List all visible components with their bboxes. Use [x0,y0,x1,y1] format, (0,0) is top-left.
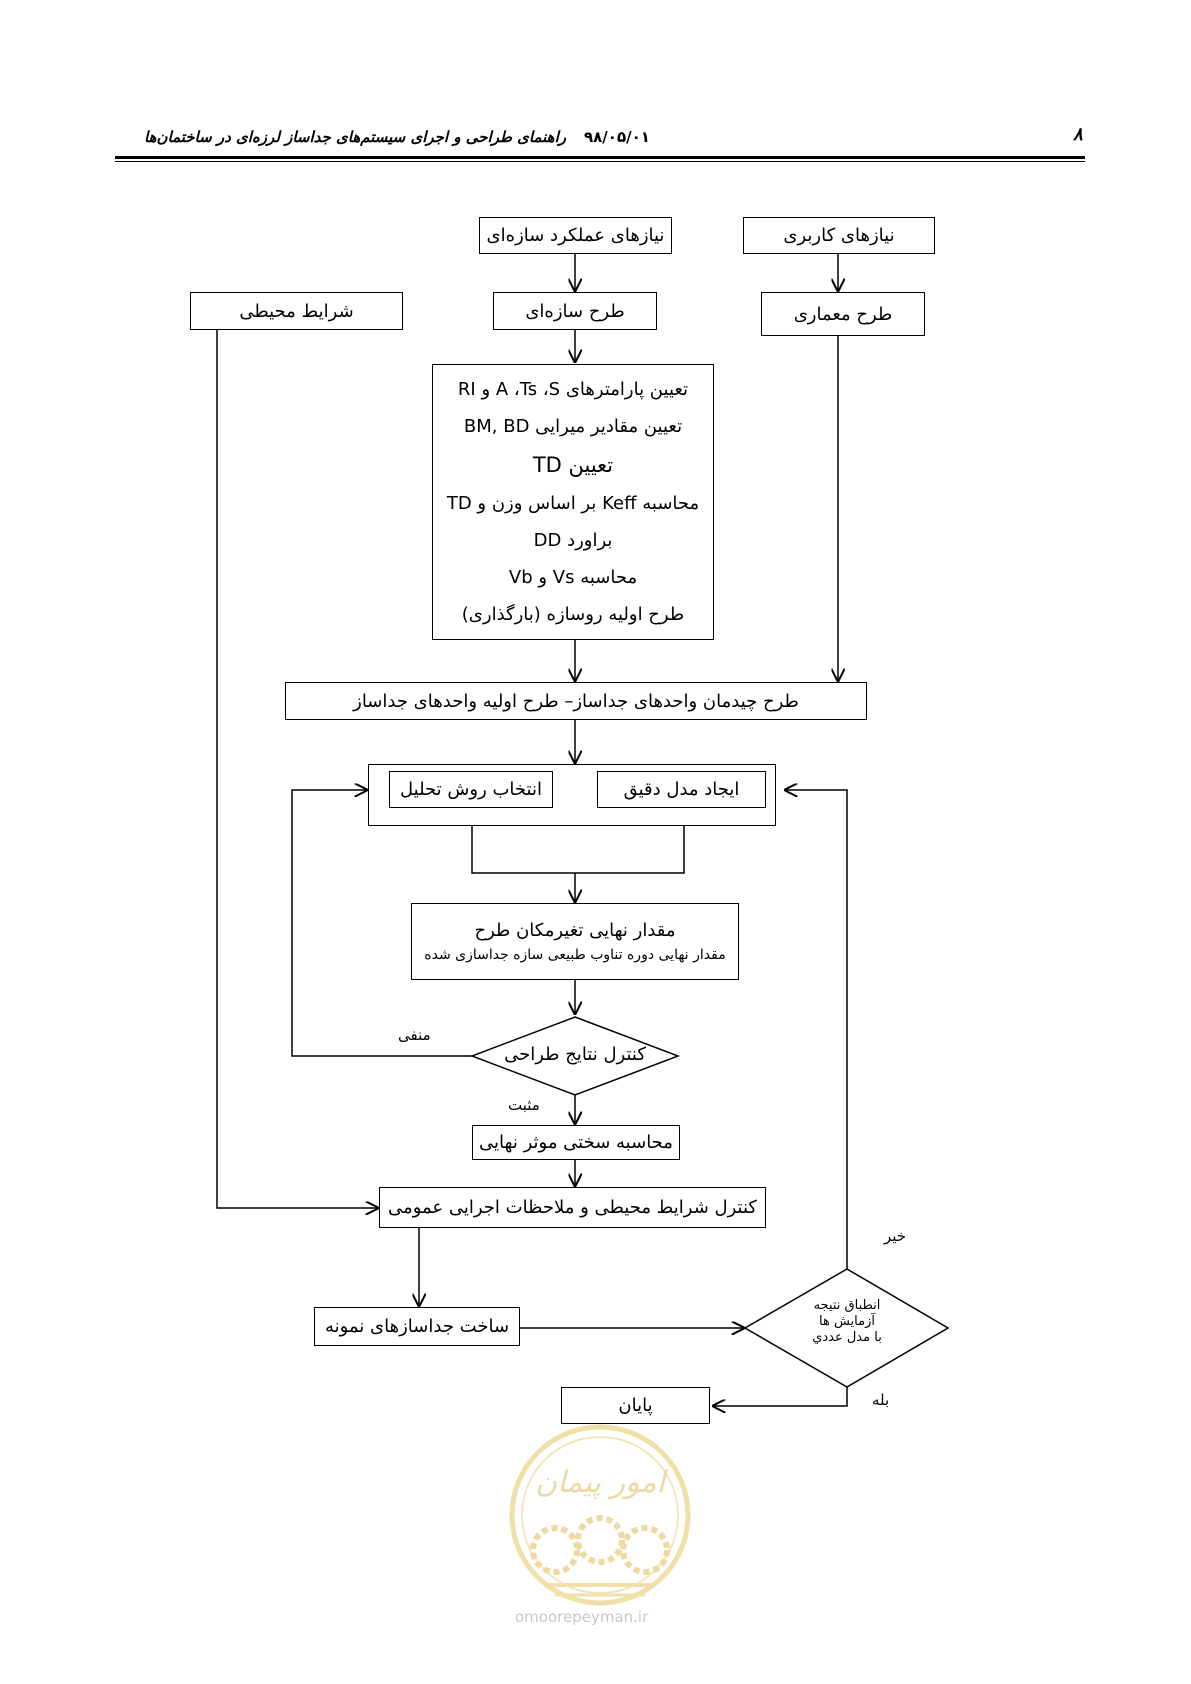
environmental-check-box: کنترل شرایط محیطی و ملاحظات اجرایی عمومی [379,1187,766,1228]
final-stiffness-box: محاسبه سختی موثر نهایی [472,1125,680,1160]
test-match-decision: انطباق نتیجه آزمایش ها با مدل عددي [812,1298,882,1345]
calc-step-shear: محاسبه Vs و Vb [508,567,638,588]
precise-model-box: ایجاد مدل دقیق [597,771,766,808]
isolator-layout-box: طرح چیدمان واحدهای جداساز– طرح اولیه واح… [285,682,867,720]
calc-step-stiffness: محاسبه Keff بر اساس وزن و TD [446,493,700,514]
header-title: راهنمای طراحی و اجرای سیستم‌های جداساز ل… [144,128,566,146]
final-period-text: مقدار نهایی دوره تناوب طبیعی سازه جداساز… [424,947,726,963]
architectural-design-box: طرح معماری [761,292,925,336]
calc-step-parameters: تعیین پارامترهای A ،Ts ،S و RI [457,379,689,400]
check-results-decision: کنترل نتایج طراحی [504,1044,646,1065]
negative-label: منفی [398,1026,431,1044]
structural-design-box: طرح سازه‌ای [493,292,657,330]
final-displacement-text: مقدار نهایی تغیرمکان طرح [474,920,676,941]
analysis-method-box: انتخاب روش تحلیل [389,771,553,808]
no-label: خیر [884,1227,907,1245]
header-rule-thin [115,161,1085,162]
build-prototypes-box: ساخت جداسازهای نمونه [314,1307,520,1346]
header-rule [115,156,1085,159]
watermark-site: omoorepeyman.ir [515,1608,649,1626]
yes-label: بله [872,1391,890,1409]
final-values-box: مقدار نهایی تغیرمکان طرح مقدار نهایی دور… [411,903,739,980]
calc-step-period: تعیین TD [532,453,614,477]
calc-step-damping: تعیین مقادیر میرایی BM, BD [463,416,683,437]
structural-performance-needs-box: نیازهای عملکرد سازه‌ای [479,217,672,254]
svg-text:امور پیمان: امور پیمان [535,1465,669,1500]
preliminary-calculation-box: تعیین پارامترهای A ،Ts ،S و RI تعیین مقا… [432,364,714,640]
page-number: ۸ [1073,124,1083,145]
calc-step-superstructure: طرح اولیه روسازه (بارگذاری) [461,604,685,625]
end-box: پایان [561,1387,710,1424]
environmental-conditions-box: شرایط محیطی [190,292,403,330]
positive-label: مثبت [508,1096,540,1114]
watermark-logo: امور پیمان [509,1424,691,1606]
user-needs-box: نیازهای کاربری [743,217,935,254]
header-date: ۹۸/۰۵/۰۱ [584,128,650,146]
calc-step-displacement: براورد DD [533,530,613,551]
